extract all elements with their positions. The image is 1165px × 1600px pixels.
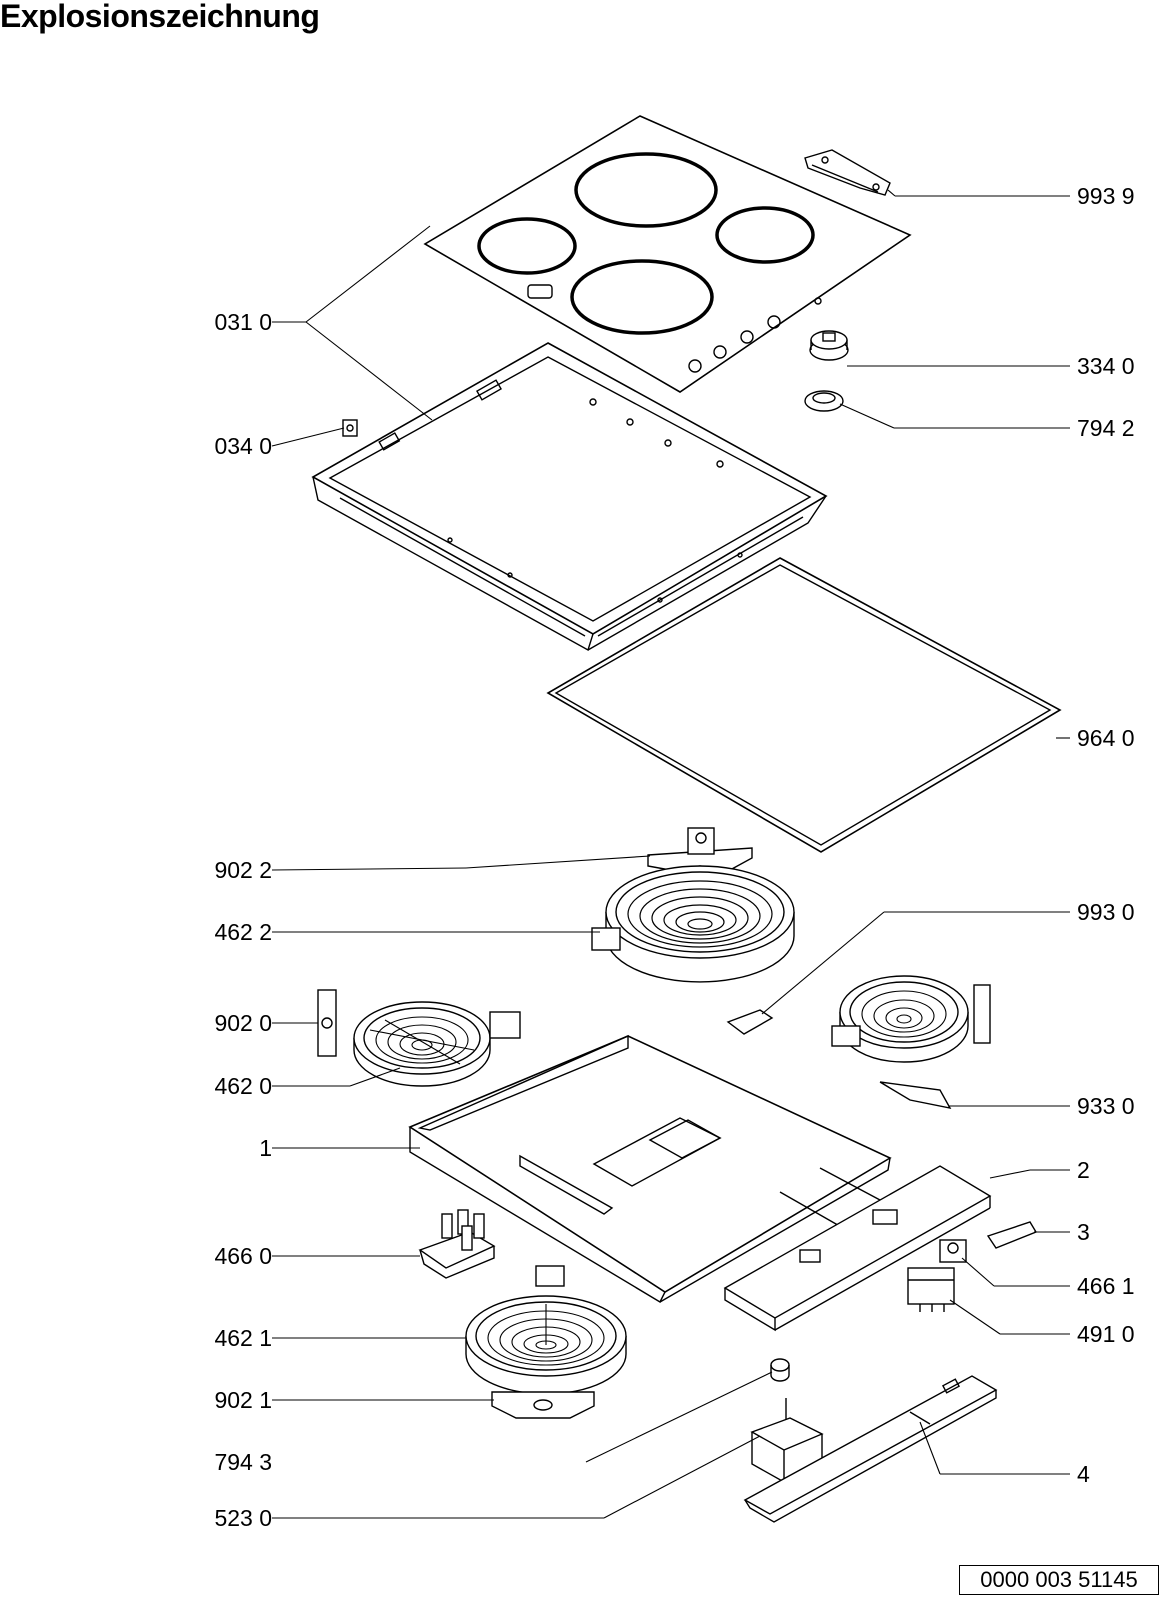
- label-993-9: 993 9: [1077, 183, 1135, 209]
- heating-element-right: [831, 975, 991, 1063]
- heating-element-462-1: [465, 1265, 627, 1395]
- leader-lines: [271, 189, 1070, 1519]
- knob-ring: [804, 390, 844, 412]
- cable-clamp-3: [986, 1221, 1038, 1249]
- hob-frame: [311, 342, 828, 652]
- label-4: 4: [1077, 1461, 1090, 1487]
- glass-ceramic-top: [423, 115, 912, 393]
- heating-element-462-0: [317, 989, 521, 1087]
- spring-bracket-933-0: [879, 1081, 952, 1109]
- label-334-0: 334 0: [1077, 353, 1135, 379]
- spacer-794-3: [770, 1358, 790, 1382]
- top-clamp-bracket: [804, 149, 891, 196]
- heating-element-462-2: [591, 865, 795, 983]
- label-794-3: 794 3: [214, 1449, 272, 1475]
- label-2: 2: [1077, 1157, 1090, 1183]
- label-031-0: 031 0: [214, 309, 272, 335]
- component-491-0: [907, 1267, 955, 1312]
- label-993-0: 993 0: [1077, 899, 1135, 925]
- label-523-0: 523 0: [214, 1505, 272, 1531]
- element-clip-993-0: [726, 1009, 774, 1035]
- label-902-1: 902 1: [214, 1387, 272, 1413]
- page-title: Explosionszeichnung: [0, 0, 320, 34]
- label-964-0: 964 0: [1077, 725, 1135, 751]
- element-bracket-top: [647, 827, 753, 871]
- component-466-1: [939, 1239, 967, 1263]
- label-466-1: 466 1: [1077, 1273, 1135, 1299]
- label-3: 3: [1077, 1219, 1090, 1245]
- control-knob: [809, 330, 849, 361]
- cover-strip-4: [743, 1375, 998, 1523]
- label-462-0: 462 0: [214, 1073, 272, 1099]
- terminal-rail: [723, 1165, 992, 1332]
- label-794-2: 794 2: [1077, 415, 1135, 441]
- label-902-0: 902 0: [214, 1010, 272, 1036]
- label-462-2: 462 2: [214, 919, 272, 945]
- label-466-0: 466 0: [214, 1243, 272, 1269]
- label-902-2: 902 2: [214, 857, 272, 883]
- label-462-1: 462 1: [214, 1325, 272, 1351]
- label-1: 1: [259, 1135, 272, 1161]
- frame-seal: [546, 557, 1062, 853]
- label-491-0: 491 0: [1077, 1321, 1135, 1347]
- frame-clip: [342, 419, 358, 437]
- label-034-0: 034 0: [214, 433, 272, 459]
- element-bracket-bottom: [491, 1391, 595, 1419]
- label-933-0: 933 0: [1077, 1093, 1135, 1119]
- bottom-tray: [408, 1034, 892, 1303]
- component-466-0: [418, 1209, 496, 1279]
- document-number: 0000 003 51145: [959, 1565, 1159, 1595]
